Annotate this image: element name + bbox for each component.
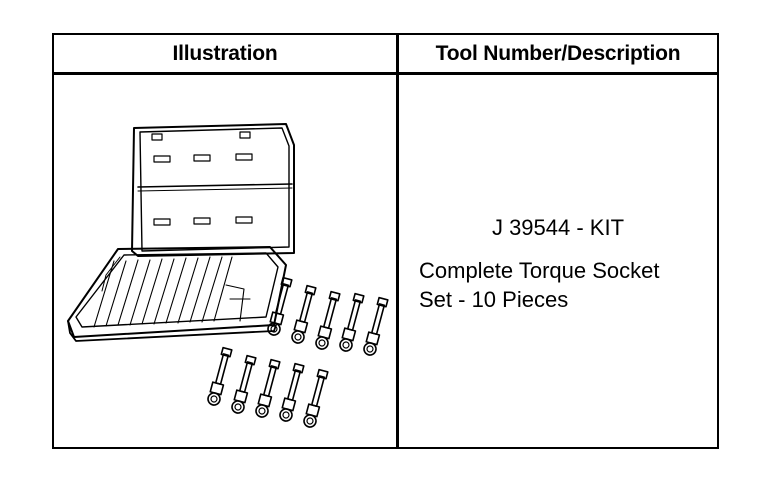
description-cell: J 39544 - KIT Complete Torque Socket Set… (399, 75, 717, 449)
header-illustration: Illustration (172, 42, 278, 65)
socket-front-row (207, 346, 329, 428)
tool-description: Complete Torque Socket Set - 10 Pieces (419, 256, 717, 314)
header-divider (54, 72, 717, 75)
column-divider (396, 35, 399, 447)
torque-socket-kit-illustration (67, 123, 389, 428)
case-base (67, 246, 287, 342)
case-lid (131, 123, 295, 257)
tool-description-line-2: Set - 10 Pieces (419, 287, 569, 312)
tool-number: J 39544 - KIT (491, 215, 625, 240)
socket-back-row (267, 276, 389, 356)
illustration-cell (54, 75, 396, 449)
header-tool-description: Tool Number/Description (435, 42, 681, 65)
tool-table: Illustration Tool Number/Description (52, 33, 719, 449)
tool-description-line-1: Complete Torque Socket (419, 258, 660, 283)
